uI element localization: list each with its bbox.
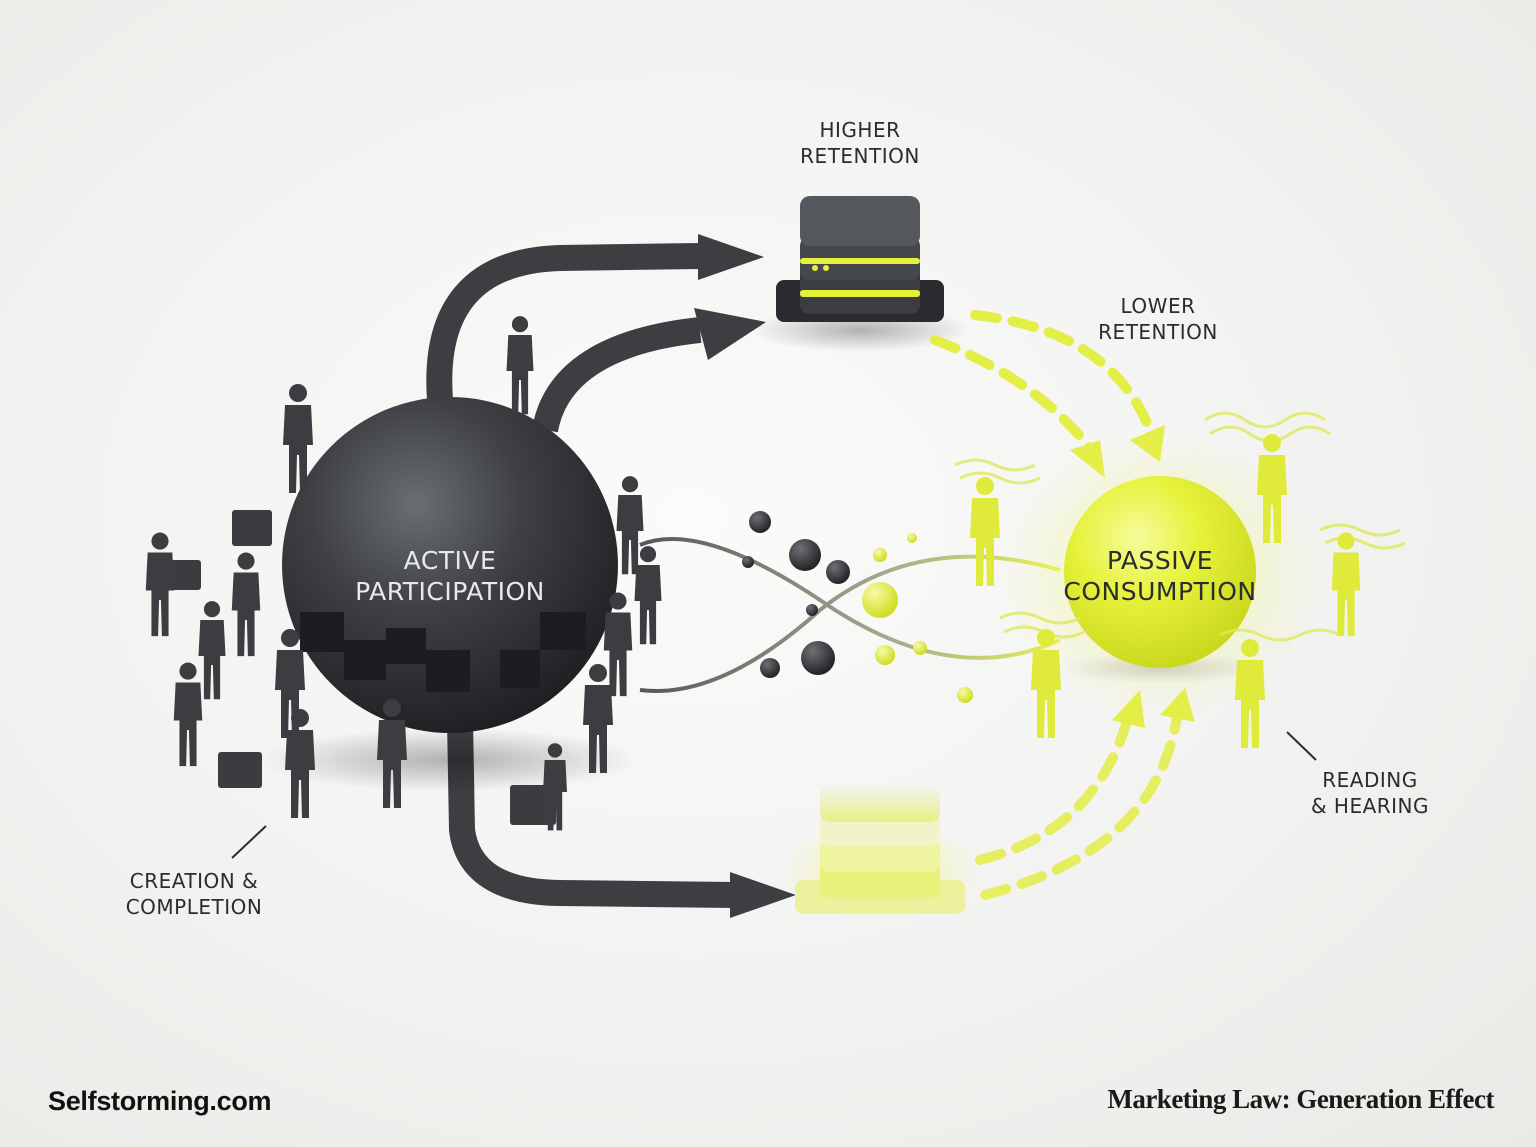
loose-boxes	[165, 510, 556, 825]
passive-line2: CONSUMPTION	[1063, 577, 1257, 606]
yellow-person-figure	[970, 477, 1000, 586]
lower-retention-line1: LOWER	[1120, 294, 1196, 318]
creation-pointer-line	[231, 825, 267, 859]
dark-person-figure	[583, 664, 613, 773]
reading-hearing-label: READING & HEARING	[1270, 767, 1470, 819]
active-participation-label: ACTIVE PARTICIPATION	[320, 545, 580, 607]
higher-retention-label: HIGHER RETENTION	[760, 117, 960, 169]
lower-retention-label: LOWER RETENTION	[1058, 293, 1258, 345]
dark-person-figure	[603, 592, 633, 697]
dark-person-figure	[283, 384, 313, 493]
reading-line2: & HEARING	[1310, 794, 1430, 818]
dark-person-figure	[543, 743, 567, 831]
active-participation-sphere	[260, 397, 640, 792]
passive-line1: PASSIVE	[1106, 546, 1214, 575]
dark-person-figure	[173, 662, 203, 767]
arrow-to-faded-block	[447, 719, 796, 918]
dark-person-figure	[285, 709, 315, 818]
dashed-arrow-lower-retention	[930, 310, 1155, 460]
dark-person-figure	[145, 532, 175, 637]
footer-title: Marketing Law: Generation Effect	[1107, 1084, 1494, 1114]
active-line1: ACTIVE	[403, 546, 497, 575]
higher-retention-line1: HIGHER	[819, 118, 901, 142]
dark-people-group	[145, 316, 662, 831]
infinity-ribbon	[639, 537, 1061, 693]
dark-person-figure	[231, 552, 261, 657]
yellow-person-figure	[1235, 639, 1265, 748]
dashed-arrow-up-from-block	[975, 705, 1183, 900]
sound-waves	[954, 411, 1406, 642]
arrow-to-higher-retention-top	[426, 234, 764, 401]
creation-completion-label: CREATION & COMPLETION	[94, 868, 294, 920]
active-line2: PARTICIPATION	[355, 577, 545, 606]
creation-line1: CREATION &	[129, 869, 259, 893]
passive-consumption-label: PASSIVE CONSUMPTION	[1030, 545, 1290, 607]
brand-logo-text[interactable]: Selfstorming.com	[48, 1086, 272, 1116]
dark-person-figure	[198, 601, 226, 700]
reading-line1: READING	[1322, 768, 1418, 792]
faded-lower-block	[780, 786, 980, 920]
dark-person-figure	[506, 316, 534, 415]
arrow-to-higher-retention-bottom	[532, 308, 766, 433]
lower-retention-line2: RETENTION	[1098, 320, 1218, 344]
passive-consumption-sphere	[1000, 435, 1320, 715]
dark-person-figure	[634, 546, 662, 645]
yellow-person-figure	[1257, 434, 1287, 543]
higher-retention-line2: RETENTION	[800, 144, 920, 168]
creation-line2: COMPLETION	[125, 895, 263, 919]
yellow-person-figure	[1331, 532, 1361, 637]
yellow-people-group	[970, 434, 1361, 748]
particle-spheres	[742, 511, 973, 703]
dark-person-figure	[377, 699, 407, 808]
dark-person-figure	[616, 476, 644, 575]
reading-pointer-line	[1286, 731, 1317, 761]
yellow-person-figure	[1031, 629, 1061, 738]
higher-retention-block	[750, 196, 970, 352]
